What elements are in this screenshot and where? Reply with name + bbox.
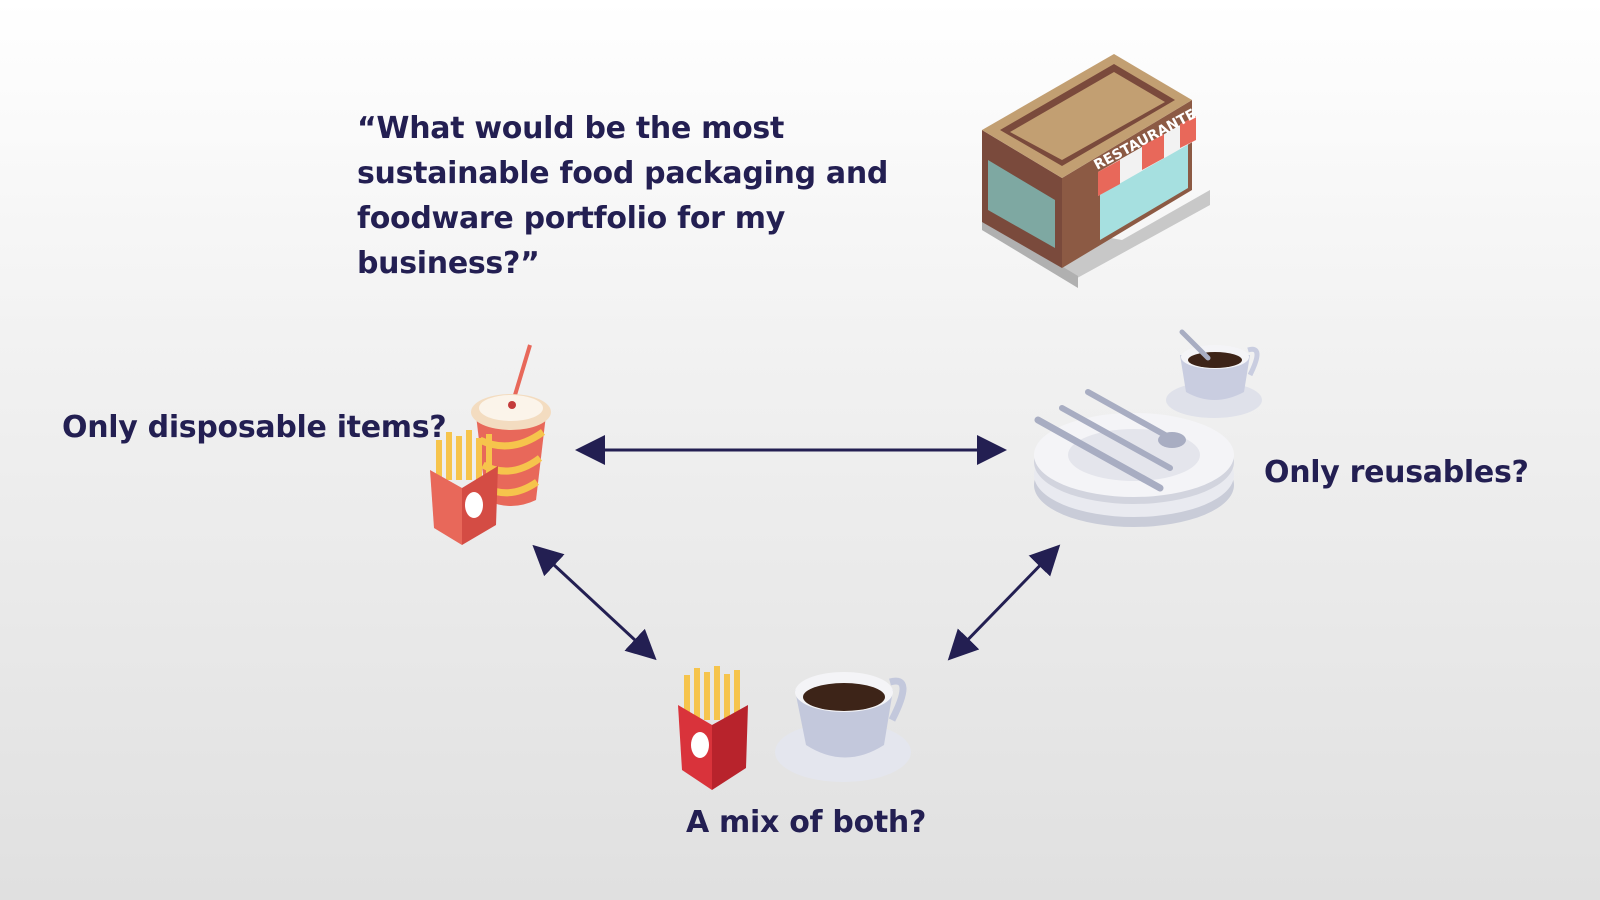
reusable-plates-icon (1034, 329, 1262, 527)
option-disposable-label: Only disposable items? (62, 410, 447, 445)
disposable-cup-fries-icon (430, 344, 551, 545)
arrow-reusable-mix (947, 544, 1061, 661)
mix-fries-coffee-icon (678, 666, 911, 790)
option-reusable-label: Only reusables? (1264, 455, 1529, 490)
restaurant-icon: RESTAURANTE (982, 54, 1210, 288)
question-text: “What would be the most sustainable food… (357, 111, 889, 281)
option-mix-label: A mix of both? (686, 805, 927, 840)
arrow-disposable-mix (532, 544, 657, 661)
